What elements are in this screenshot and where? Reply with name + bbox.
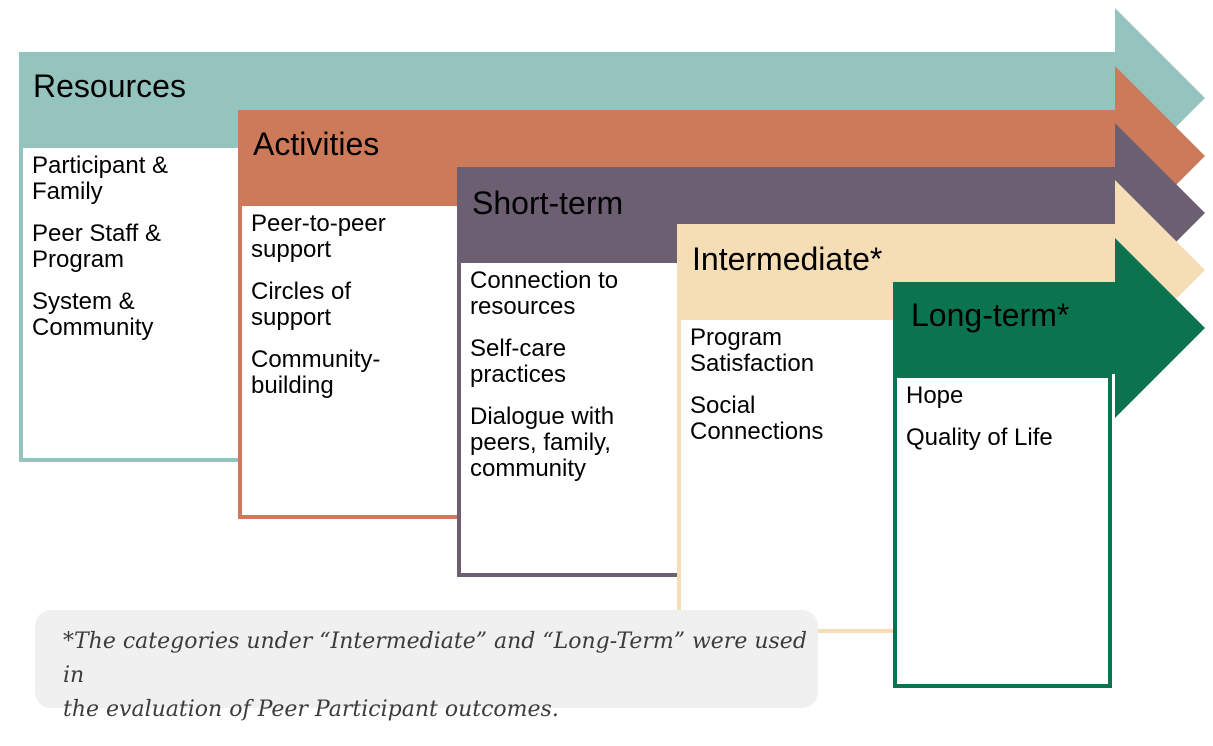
list-item: Connection to resources [470, 267, 619, 320]
long-term-box: Hope Quality of Life [893, 374, 1112, 688]
resources-box: Participant & Family Peer Staff & Progra… [19, 144, 238, 462]
short-term-title: Short-term [472, 185, 624, 221]
footnote-box: *The categories under “Intermediate” and… [35, 610, 818, 722]
footnote-text: *The categories under “Intermediate” and… [63, 629, 807, 722]
list-item: Hope [906, 382, 964, 409]
resources-title: Resources [33, 68, 186, 104]
list-item: Participant & Family [32, 152, 169, 205]
activities-box: Peer-to-peer support Circles of support … [238, 202, 457, 519]
list-item: Self-care practices [470, 335, 567, 388]
intermediate-title: Intermediate* [692, 241, 883, 277]
list-item: Peer-to-peer support [251, 210, 386, 263]
list-item: Social Connections [690, 392, 824, 445]
short-term-box: Connection to resources Self-care practi… [457, 259, 677, 577]
list-item: Circles of support [251, 278, 352, 331]
long-term-arrow [893, 238, 1205, 418]
long-term-title: Long-term* [911, 297, 1070, 333]
list-item: System & Community [32, 288, 154, 341]
list-item: Community- building [251, 346, 381, 399]
list-item: Peer Staff & Program [32, 220, 161, 273]
activities-title: Activities [253, 126, 380, 162]
intermediate-box: Program Satisfaction Social Connections [677, 316, 893, 633]
list-item: Program Satisfaction [690, 324, 815, 377]
list-item: Dialogue with peers, family, community [470, 403, 615, 482]
list-item: Quality of Life [906, 424, 1053, 451]
